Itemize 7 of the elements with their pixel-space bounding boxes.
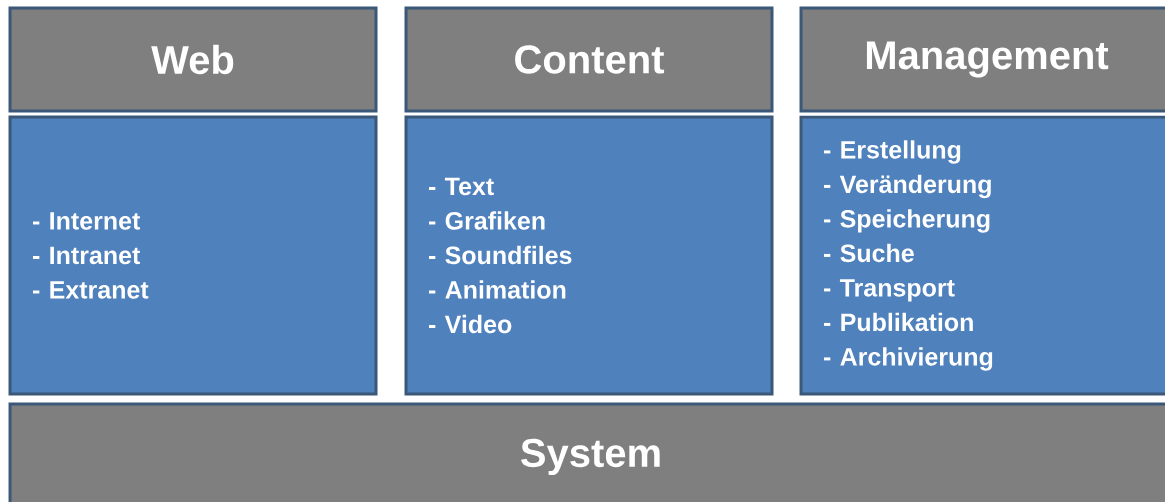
title-box: Management	[799, 6, 1165, 113]
list-box: - Text - Grafiken - Soundfiles - Animation - Video	[404, 115, 774, 396]
list-box: - Internet - Intranet - Extranet	[8, 115, 378, 396]
title-box: System	[8, 402, 1165, 502]
title-box: Web	[8, 6, 378, 113]
list-box: - Erstellung - Veränderung - Speicherung - Suche - Transport - Publikation - Archivierung	[799, 115, 1165, 396]
title-box: Content	[404, 6, 774, 113]
